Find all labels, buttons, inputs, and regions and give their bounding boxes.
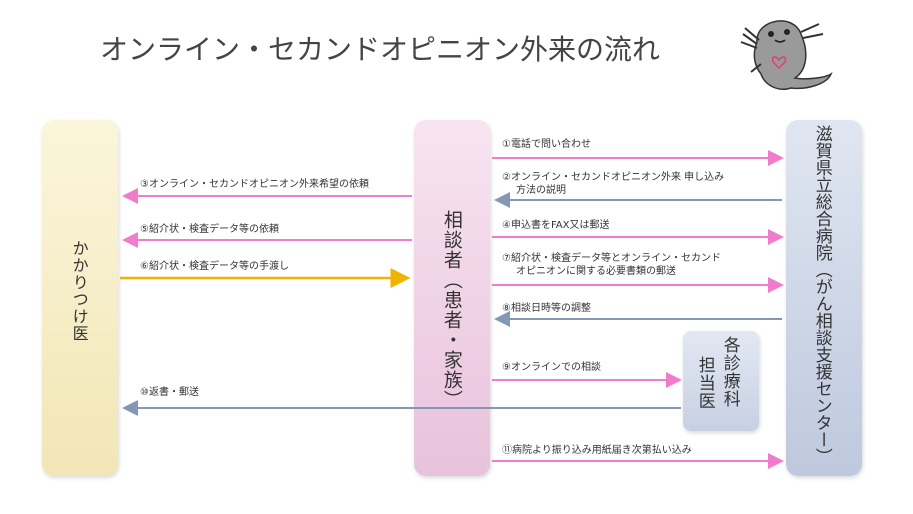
physician-label: 担当医 [694,356,715,410]
hospital-column [786,120,862,476]
mascot-illustration [740,20,833,90]
step-8-label: ⑧相談日時等の調整 [502,303,591,314]
family-doctor-label: かかりつけ医 [69,240,89,342]
hospital-label: 滋賀県立総合病院（がん相談支援センター） [811,125,832,465]
department-box [683,331,759,431]
step-7-label-cont: オピニオンに関する必要書類の郵送 [516,266,676,277]
step-11-label: ⑪病院より振り込み用紙届き次第払い込み [502,445,692,456]
step-2-label-cont: 方法の説明 [516,185,566,196]
department-label: 各診療科 [719,336,740,408]
family-doctor-column [42,120,118,476]
page-title: オンライン・セカンドオピニオン外来の流れ [100,33,661,66]
step-5-label: ⑤紹介状・検査データ等の依頼 [140,224,279,235]
step-1-label: ①電話で問い合わせ [502,139,591,150]
step-4-label: ④申込書をFAX又は郵送 [502,220,610,231]
patient-column [414,120,490,476]
step-2-label: ②オンライン・セカンドオピニオン外来 申し込み [502,172,725,183]
step-10-label: ⑩返書・郵送 [140,387,199,398]
patient-label: 相談者（患者・家族） [440,210,463,410]
step-9-label: ⑨オンラインでの相談 [502,362,601,373]
step-7-label: ⑦紹介状・検査データ等とオンライン・セカンド [502,253,721,264]
step-6-label: ⑥紹介状・検査データ等の手渡し [140,261,289,272]
step-3-label: ③オンライン・セカンドオピニオン外来希望の依頼 [140,179,369,190]
